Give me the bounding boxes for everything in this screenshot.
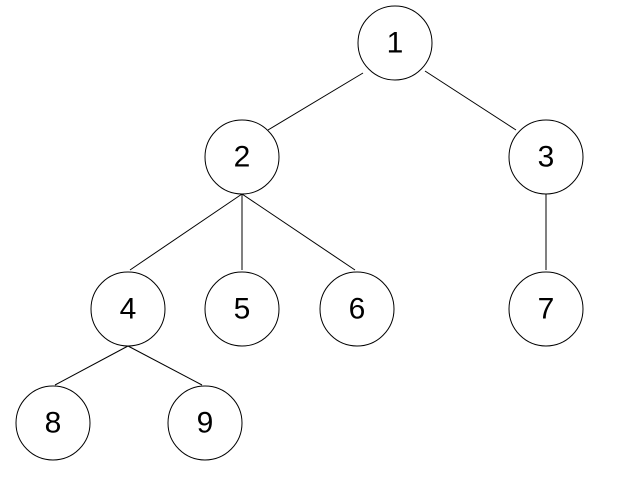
tree-node-2: 2	[204, 119, 280, 195]
node-circle	[204, 271, 280, 347]
node-circle	[204, 119, 280, 195]
node-circle	[15, 385, 91, 461]
edge-2-6	[241, 193, 356, 271]
tree-edges	[54, 70, 547, 386]
tree-node-8: 8	[15, 385, 91, 461]
tree-node-9: 9	[167, 385, 243, 461]
tree-node-4: 4	[90, 271, 166, 347]
node-label: 5	[234, 293, 251, 326]
node-label: 8	[45, 407, 62, 440]
node-label: 1	[387, 27, 404, 60]
node-circle	[508, 119, 584, 195]
tree-node-7: 7	[508, 271, 584, 347]
edge-2-4	[129, 193, 243, 271]
node-circle	[508, 271, 584, 347]
tree-nodes: 1 2 3 4 5 6 7 8	[15, 5, 584, 461]
edge-1-3	[424, 70, 517, 131]
tree-node-5: 5	[204, 271, 280, 347]
tree-node-6: 6	[319, 271, 395, 347]
node-circle	[90, 271, 166, 347]
tree-node-1: 1	[357, 5, 433, 81]
edge-1-2	[267, 72, 364, 131]
node-label: 4	[120, 293, 137, 326]
node-label: 2	[234, 141, 251, 174]
node-label: 6	[349, 293, 366, 326]
edge-4-9	[127, 345, 203, 386]
edge-4-8	[54, 345, 129, 386]
node-label: 3	[538, 141, 555, 174]
node-circle	[167, 385, 243, 461]
tree-node-3: 3	[508, 119, 584, 195]
node-circle	[319, 271, 395, 347]
node-label: 9	[197, 407, 214, 440]
node-label: 7	[538, 293, 555, 326]
node-circle	[357, 5, 433, 81]
